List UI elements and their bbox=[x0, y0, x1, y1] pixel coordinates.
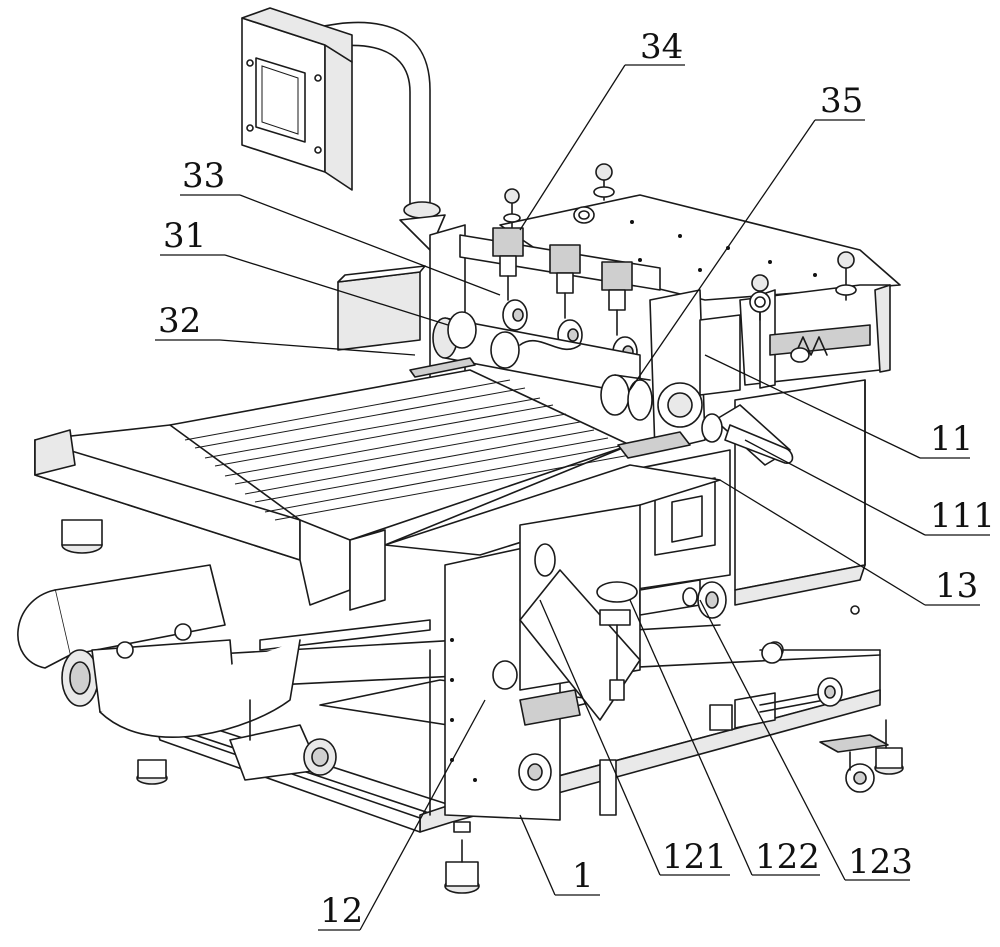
control-display bbox=[242, 8, 445, 250]
label-111: 111 bbox=[930, 496, 995, 536]
label-33: 33 bbox=[182, 156, 225, 196]
label-13: 13 bbox=[935, 566, 978, 606]
label-35: 35 bbox=[820, 81, 863, 121]
lifting-eye-3 bbox=[574, 207, 594, 223]
label-12: 12 bbox=[320, 891, 363, 931]
cylinder-2 bbox=[550, 245, 580, 318]
label-32: 32 bbox=[158, 301, 201, 341]
label-11: 11 bbox=[930, 419, 973, 459]
label-31: 31 bbox=[163, 216, 206, 256]
cylinder-3 bbox=[602, 262, 632, 335]
label-34: 34 bbox=[640, 27, 683, 67]
label-122: 122 bbox=[755, 837, 820, 877]
lifting-eye-2 bbox=[594, 164, 614, 200]
label-123: 123 bbox=[848, 842, 913, 882]
handwheel-assembly bbox=[597, 580, 726, 700]
label-121: 121 bbox=[662, 837, 727, 877]
lower-drive-unit bbox=[18, 565, 336, 780]
label-1: 1 bbox=[572, 856, 594, 896]
lifting-eye-6 bbox=[791, 348, 809, 362]
